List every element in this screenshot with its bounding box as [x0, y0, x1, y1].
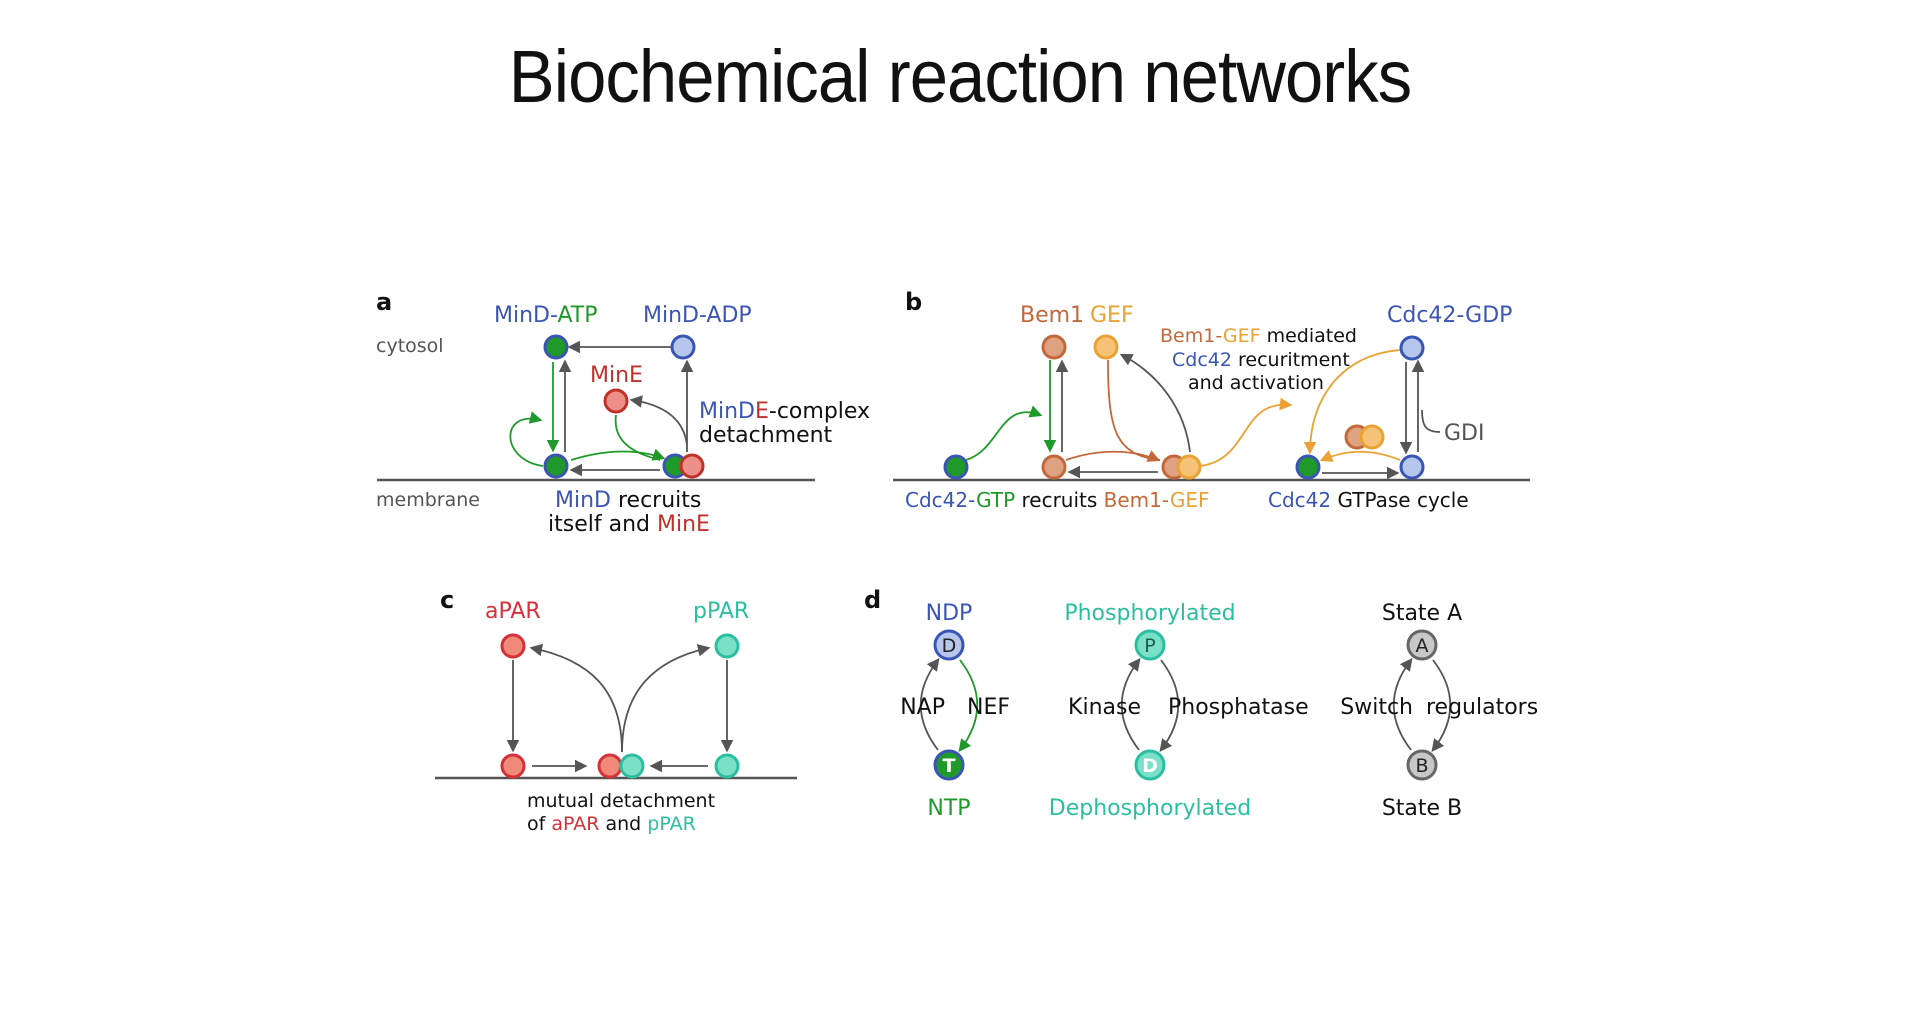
cdc42-gdp-label: Cdc42-GDP — [1387, 303, 1512, 328]
panel-c: c aPAR pPAR mutual detachment of aPAR an… — [435, 586, 797, 835]
arrow-complex-to-gef — [1119, 353, 1191, 453]
node-p-letter: P — [1144, 635, 1155, 657]
nap-label: NAP — [900, 695, 945, 720]
node-b-letter: B — [1415, 755, 1428, 777]
panel-label-a: a — [376, 288, 392, 316]
dephosphorylated-label: Dephosphorylated — [1049, 796, 1251, 821]
node-cdc42-gtp — [943, 454, 969, 480]
arrow-bem1-to-complex — [1065, 450, 1161, 462]
arrow-complex-to-mine — [629, 395, 688, 446]
node-cdc42-gdp-cytosol — [1399, 335, 1425, 361]
node-complex-gef — [1176, 454, 1202, 480]
mine-label: MinE — [590, 363, 643, 388]
arrow-self-recruit — [509, 411, 544, 467]
node-mine — [603, 388, 629, 414]
node-t-ntp — [933, 749, 965, 781]
mind-adp-label: MinD-ADP — [643, 303, 752, 328]
panel-b: b Bem1 GEF Cdc42-GDP Bem1-GEF mediated C… — [893, 288, 1530, 512]
membrane-label: membrane — [376, 489, 480, 511]
arrow-gtp-recruits-bem1 — [965, 405, 1043, 461]
node-mind-membrane — [543, 453, 569, 479]
node-a — [1406, 629, 1438, 661]
panel-c-caption-line1: mutual detachment — [527, 790, 715, 812]
arrow-nap — [919, 657, 940, 751]
apar-label: aPAR — [485, 599, 541, 624]
panel-d: d NDP D T NAP NEF NTP Phosphorylated P D… — [864, 586, 1538, 821]
panel-b-caption-right: Cdc42 GTPase cycle — [1268, 488, 1469, 512]
node-complex-ppar — [619, 753, 645, 779]
mediated-label-line1: Bem1-GEF mediated — [1160, 325, 1357, 347]
arrow-kinase — [1120, 657, 1141, 751]
panel-c-caption-line2: of aPAR and pPAR — [527, 813, 696, 835]
arrow-a-to-b — [1431, 659, 1452, 753]
arrow-mediated-activation — [1199, 397, 1293, 467]
node-b — [1406, 749, 1438, 781]
kinase-label: Kinase — [1068, 695, 1141, 720]
node-catalyst-gef — [1359, 424, 1385, 450]
arrow-phosphatase — [1159, 659, 1180, 753]
node-t-letter: T — [943, 755, 956, 777]
cytosol-label: cytosol — [376, 335, 444, 357]
cycle-phosphorylation: Phosphorylated P D Kinase Phosphatase De… — [1049, 601, 1309, 821]
arrow-gdp-to-gtp-recruit — [1303, 349, 1401, 455]
node-bem1-membrane — [1041, 454, 1067, 480]
bem1-label: Bem1 — [1020, 303, 1084, 328]
mediated-label-line2: Cdc42 recuritment — [1172, 349, 1350, 371]
panel-b-caption-left: Cdc42-GTP recruits Bem1-GEF — [905, 488, 1209, 512]
node-complex-apar — [597, 753, 623, 779]
gef-label: GEF — [1090, 303, 1134, 328]
cycle-nucleotide: NDP D T NAP NEF NTP — [900, 601, 1010, 821]
ndp-label: NDP — [926, 601, 973, 626]
slide-title: Biochemical reaction networks — [508, 35, 1412, 118]
arrow-nef — [958, 659, 979, 753]
cycle-switch: State A A B Switch regulators State B — [1340, 601, 1538, 821]
panel-a-caption-line1: MinD recruits — [555, 488, 701, 513]
node-cdc42-gtp-cycle — [1295, 454, 1321, 480]
node-mind-adp — [670, 334, 696, 360]
mediated-label-line3: and activation — [1188, 372, 1324, 394]
gdi-label: GDI — [1444, 421, 1484, 446]
node-d-letter: D — [942, 635, 957, 657]
node-apar-membrane — [500, 753, 526, 779]
node-ppar-cytosol — [714, 633, 740, 659]
regulators-label: regulators — [1426, 695, 1538, 720]
minde-detachment-line2: detachment — [699, 423, 833, 448]
node-a-letter: A — [1416, 635, 1429, 657]
state-a-label: State A — [1382, 601, 1462, 626]
panel-label-c: c — [440, 586, 454, 614]
panel-label-d: d — [864, 586, 881, 614]
state-b-label: State B — [1382, 796, 1462, 821]
node-d-dephos — [1134, 749, 1166, 781]
ntp-label: NTP — [927, 796, 970, 821]
arrow-mine-bind — [614, 414, 661, 461]
gdi-pointer — [1421, 409, 1441, 433]
node-d-dephos-letter: D — [1142, 755, 1158, 777]
node-apar-cytosol — [500, 633, 526, 659]
nef-label: NEF — [967, 695, 1010, 720]
node-p — [1134, 629, 1166, 661]
phosphorylated-label: Phosphorylated — [1064, 601, 1235, 626]
arrow-recruit-mine — [570, 448, 666, 461]
node-gef-cytosol — [1093, 334, 1119, 360]
arrow-gef-activation — [1319, 450, 1401, 462]
panel-a-caption-line2: itself and MinE — [548, 512, 710, 537]
node-d-ndp — [933, 629, 965, 661]
mind-atp-label: MinD-ATP — [494, 303, 597, 328]
panel-label-b: b — [905, 288, 922, 316]
arrow-b-to-a — [1392, 657, 1413, 751]
node-mind-atp — [543, 334, 569, 360]
node-bem1-cytosol — [1041, 334, 1067, 360]
arrow-complex-to-apar — [529, 643, 623, 753]
arrow-gef-to-complex — [1107, 359, 1161, 461]
minde-detachment-label: MinDE-complex — [699, 399, 870, 424]
ppar-label: pPAR — [693, 599, 749, 624]
node-cdc42-gdp-membrane — [1399, 454, 1425, 480]
switch-label: Switch — [1340, 695, 1413, 720]
node-ppar-membrane — [714, 753, 740, 779]
panel-a: a cytosol membrane MinD-ATP MinD-ADP Min… — [376, 288, 870, 537]
node-minde-complex-e — [679, 453, 705, 479]
phosphatase-label: Phosphatase — [1168, 695, 1309, 720]
arrow-complex-to-ppar — [621, 644, 711, 753]
